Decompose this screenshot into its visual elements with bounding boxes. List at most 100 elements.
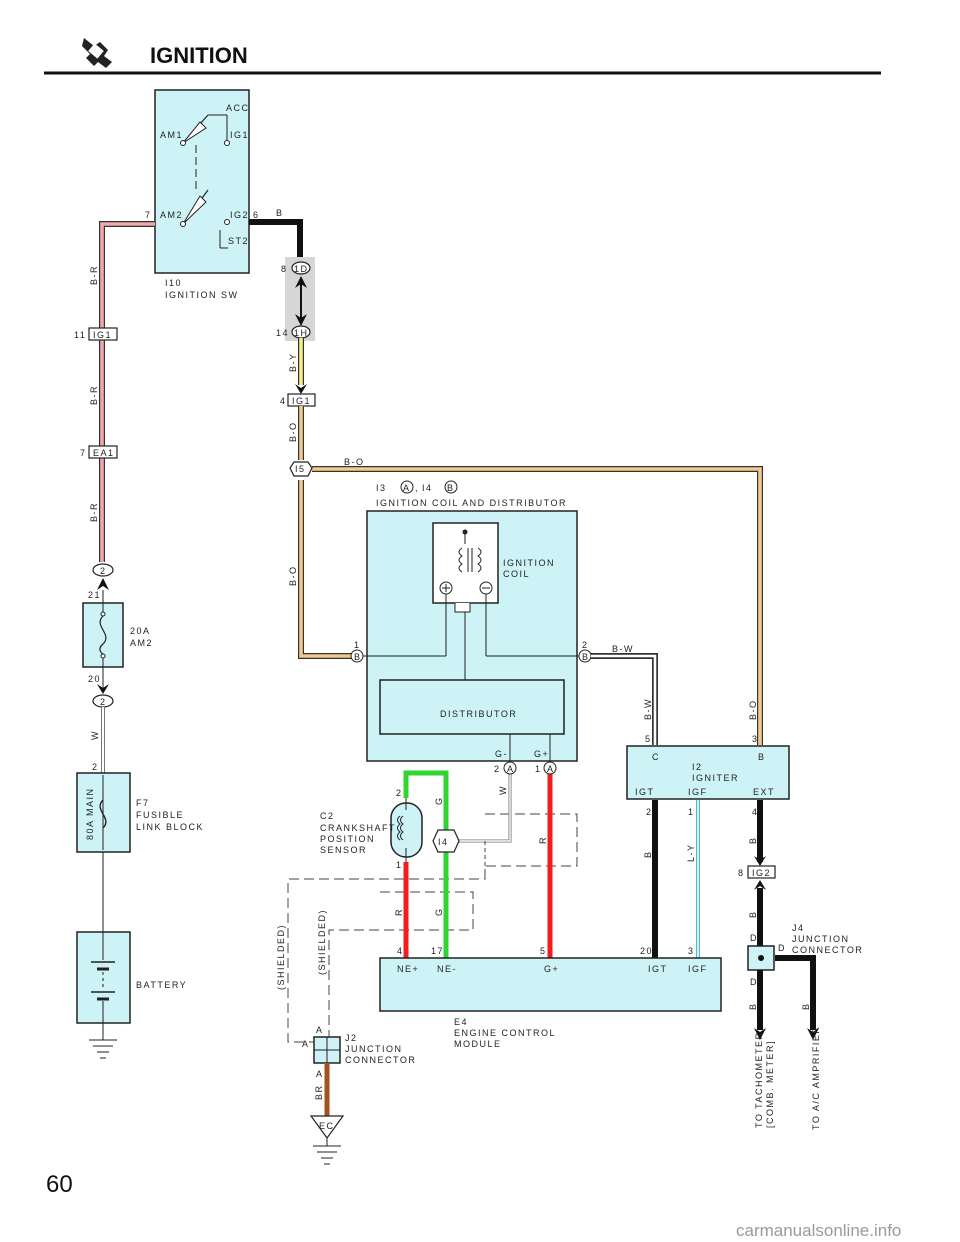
sensor-pin-bottom: 1 — [396, 860, 403, 870]
chevron-down-icon-ig1 — [295, 384, 307, 394]
j4-d-bottom: D — [750, 977, 758, 987]
connector-ig1-left-pin: 11 — [74, 330, 86, 340]
wire-label-b-o-2: B-O — [344, 457, 365, 467]
page-title: IGNITION — [150, 43, 248, 68]
ecm-line2: MODULE — [454, 1039, 502, 1049]
chevron-down-icon-ig2 — [754, 856, 766, 866]
connector-2-top — [92, 563, 114, 577]
junction-j4: D D D J4 JUNCTION CONNECTOR — [747, 923, 862, 987]
connector-ig2-label: IG2 — [752, 868, 771, 878]
igniter-ext: EXT — [753, 787, 775, 797]
ecm-ne-plus: NE+ — [397, 964, 419, 974]
wire-b-r: B-R B-R B-R — [89, 221, 155, 562]
wire-label-r-2: R — [538, 836, 548, 844]
wire-label-w-g: W — [498, 785, 508, 795]
ecm-pin5: 5 — [540, 946, 547, 956]
j2-ref: J2 — [345, 1033, 358, 1043]
connector-2-top-pin: 21 — [88, 590, 101, 600]
output-tach-2: [COMB. METER] — [765, 1040, 775, 1128]
ecm-pin4: 4 — [397, 946, 404, 956]
watermark: carmanualsonline.info — [736, 1221, 901, 1240]
j4-ref: J4 — [792, 923, 805, 933]
wire-label-b-r-2: B-R — [89, 385, 99, 405]
pin-ig2: 6 — [253, 210, 260, 220]
pin-am2: 7 — [145, 210, 152, 220]
battery: BATTERY — [76, 931, 187, 1040]
ecm-ne-minus: NE- — [437, 964, 457, 974]
fusible-link-name2: LINK BLOCK — [136, 822, 204, 832]
wire-label-w: W — [90, 730, 100, 740]
ecm-g-plus: G+ — [544, 964, 559, 974]
sensor-line3: SENSOR — [320, 845, 367, 855]
igniter-igf: IGF — [688, 787, 708, 797]
chevron-down-icon-ac — [807, 1028, 819, 1040]
connector-i5 — [289, 461, 313, 477]
wire-label-l-y: L-Y — [686, 843, 696, 862]
wire-label-g-1: G — [434, 796, 444, 805]
connector-b-left-pin: 1 — [354, 640, 361, 650]
coil-dist-ref: I3 — [376, 483, 387, 493]
wire-to-ac — [775, 955, 816, 1030]
wire-label-b-ext: B — [748, 836, 758, 844]
ecm-pin3: 3 — [688, 946, 695, 956]
j2-a-bottom: A — [316, 1069, 324, 1079]
terminal-ig1: IG1 — [230, 130, 249, 140]
wire-g — [403, 770, 449, 958]
wire-label-b-o-3: B-O — [288, 565, 298, 586]
connector-2-bottom-label: 2 — [100, 697, 107, 707]
terminal-am1: AM1 — [160, 130, 183, 140]
wire-label-b-igt: B — [643, 850, 653, 858]
sensor-pin-top: 2 — [396, 788, 403, 798]
connector-ig2-pin: 8 — [738, 868, 745, 878]
wire-label-b-w-2: B-W — [643, 698, 653, 720]
coil-dist-ref-a: A — [403, 483, 411, 493]
connector-2-bottom-pin: 20 — [88, 674, 101, 684]
connector-ea1-pin: 7 — [80, 448, 87, 458]
coil-line2: COIL — [503, 569, 530, 579]
connector-1d-pin: 8 — [281, 264, 288, 274]
battery-label: BATTERY — [136, 980, 187, 990]
terminal-st2: ST2 — [228, 236, 249, 246]
chevron-up-icon-ig2 — [754, 880, 766, 890]
wire-label-g-2: G — [434, 907, 444, 916]
connector-ig1-left-label: IG1 — [93, 330, 112, 340]
wire-label-br: BR — [314, 1084, 324, 1100]
ecm-ref: E4 — [454, 1017, 468, 1027]
connector-1d — [291, 261, 311, 275]
wire-label-b-top: B — [276, 208, 284, 218]
output-tach-1: TO TACHOMETER — [754, 1031, 764, 1128]
distributor-label: DISTRIBUTOR — [440, 709, 517, 719]
engine-control-module: 4 17 5 20 3 NE+ NE- G+ IGT IGF E4 ENGINE… — [379, 946, 722, 1049]
chevron-up-icon — [97, 578, 109, 590]
splice-i4-label: I4 — [438, 837, 449, 847]
fusible-link-ref: F7 — [136, 798, 150, 808]
connector-1d-label: 1D — [294, 264, 309, 274]
connector-ig1-right-label: IG1 — [292, 396, 311, 406]
ecm-line1: ENGINE CONTROL — [454, 1028, 556, 1038]
coil-dist-ref-a-badge — [400, 480, 414, 494]
pin-g-minus: G- — [495, 749, 508, 759]
shield-label-1: (SHIELDED) — [276, 924, 286, 990]
igniter-pin4: 4 — [752, 807, 759, 817]
connector-1h-pin: 14 — [276, 328, 289, 338]
page-number: 60 — [46, 1171, 73, 1198]
connector-a-g-minus — [503, 761, 517, 775]
connector-b-right-pin: 2 — [582, 640, 589, 650]
crankshaft-sensor: 2 1 C2 CRANKSHAFT POSITION SENSOR — [320, 788, 423, 870]
wire-label-r-1: R — [394, 908, 404, 916]
j2-a-top: A — [316, 1025, 324, 1035]
chevron-up-icon-1d — [295, 276, 307, 288]
spark-plug-icon — [82, 38, 112, 68]
j4-d-right: D — [778, 943, 786, 953]
coil-distributor: IGNITION COIL DISTRIBUTOR G- G+ — [362, 510, 580, 762]
wire-b-ig2 — [249, 219, 303, 262]
igniter-pin1: 1 — [688, 807, 695, 817]
connector-b-right-label: B — [582, 652, 590, 662]
wire-label-b-ac: B — [801, 1002, 811, 1010]
wire-label-b-tach: B — [748, 1002, 758, 1010]
wire-label-b-r-1: B-R — [89, 265, 99, 285]
connector-ea1 — [88, 445, 118, 459]
wire-label-b-w-1: B-W — [612, 644, 634, 654]
connector-i5-label: I5 — [295, 464, 306, 474]
connector-b-left — [350, 649, 364, 663]
